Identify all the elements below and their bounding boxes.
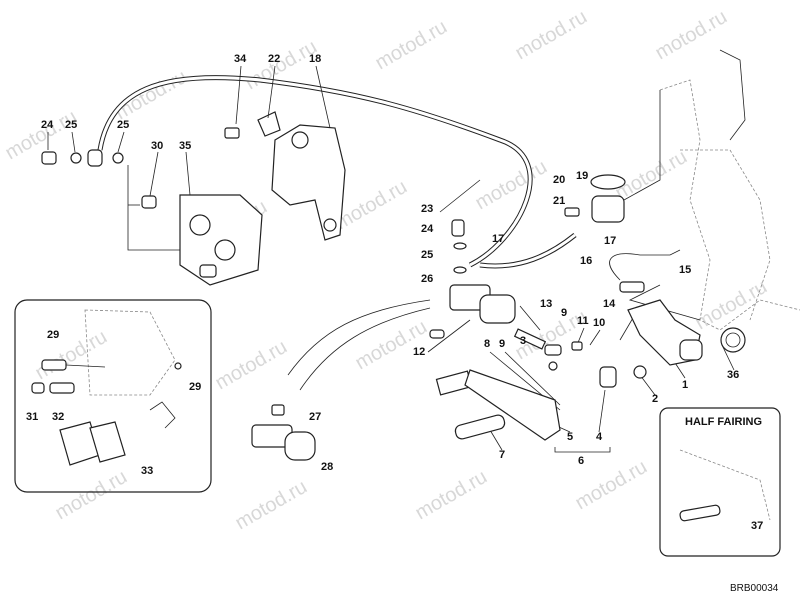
- callout: 9: [499, 338, 505, 350]
- callout: 22: [268, 53, 280, 65]
- callout: 37: [751, 520, 763, 532]
- callout: 13: [540, 298, 552, 310]
- callout: 35: [179, 140, 191, 152]
- watermark: motod.ru: [512, 6, 591, 65]
- callout: 4: [596, 431, 603, 443]
- callout: 7: [499, 449, 505, 461]
- callout: 36: [727, 369, 739, 381]
- banjo-bolt-set: [41, 111, 281, 209]
- callout: 14: [603, 298, 616, 310]
- callout: 9: [561, 307, 567, 319]
- callout-labels: 34 22 18 24 25 25 30 35 23 24 25 26 17 1…: [26, 53, 763, 532]
- master-cylinder-alt: [251, 404, 316, 461]
- callout: 10: [593, 317, 605, 329]
- callout: 25: [65, 119, 77, 131]
- callout: 8: [484, 338, 490, 350]
- callout: 23: [421, 203, 433, 215]
- footrest-bracket: [599, 299, 746, 388]
- callout: 17: [604, 235, 616, 247]
- callout: 24: [421, 223, 434, 235]
- callout: 1: [682, 379, 688, 391]
- caliper-detail-inset: [14, 299, 212, 493]
- brake-caliper: [179, 194, 263, 286]
- watermark: motod.ru: [372, 16, 451, 75]
- callout: 25: [117, 119, 129, 131]
- watermark: motod.ru: [412, 466, 491, 525]
- callout: 19: [576, 170, 588, 182]
- leader-lines: [47, 65, 735, 453]
- watermark: motod.ru: [232, 476, 311, 535]
- callout: 24: [41, 119, 54, 131]
- callout: 3: [520, 335, 526, 347]
- callout: 18: [309, 53, 321, 65]
- watermark: motod.ru: [612, 146, 691, 205]
- callout: 34: [234, 53, 247, 65]
- callout: 29: [47, 329, 59, 341]
- brake-hose: [97, 75, 577, 269]
- callout: 30: [151, 140, 163, 152]
- watermark: motod.ru: [32, 326, 111, 385]
- callout: 11: [577, 315, 589, 327]
- watermark: motod.ru: [212, 336, 291, 395]
- brake-pedal: [435, 328, 583, 441]
- watermark: motod.ru: [472, 156, 551, 215]
- callout: 15: [679, 264, 691, 276]
- callout: 26: [421, 273, 433, 285]
- watermark: motod.ru: [652, 6, 731, 65]
- callout: 16: [580, 255, 592, 267]
- drawing-code: BRB00034: [730, 583, 779, 594]
- callout: 5: [567, 431, 573, 443]
- frame-outline: [659, 49, 800, 331]
- stop-light-switch: [609, 249, 681, 293]
- callout: 2: [652, 393, 658, 405]
- callout: 6: [578, 455, 584, 467]
- watermark: motod.ru: [52, 466, 131, 525]
- callout: 33: [141, 465, 153, 477]
- callout: 32: [52, 411, 64, 423]
- watermark: motod.ru: [692, 276, 771, 335]
- callout: 31: [26, 411, 38, 423]
- watermark: motod.ru: [112, 66, 191, 125]
- callout: 27: [309, 411, 321, 423]
- brake-reservoir: [564, 90, 661, 223]
- rear-master-cylinder: [429, 219, 516, 339]
- callout: 29: [189, 381, 201, 393]
- watermark: motod.ru: [2, 106, 81, 165]
- callout: 20: [553, 174, 565, 186]
- callout: 17: [492, 233, 504, 245]
- inset-title: HALF FAIRING: [685, 416, 762, 428]
- caliper-bracket: [271, 124, 346, 241]
- half-fairing-inset: HALF FAIRING: [659, 407, 781, 557]
- callout: 28: [321, 461, 333, 473]
- callout: 12: [413, 346, 425, 358]
- callout: 25: [421, 249, 433, 261]
- callout: 21: [553, 195, 565, 207]
